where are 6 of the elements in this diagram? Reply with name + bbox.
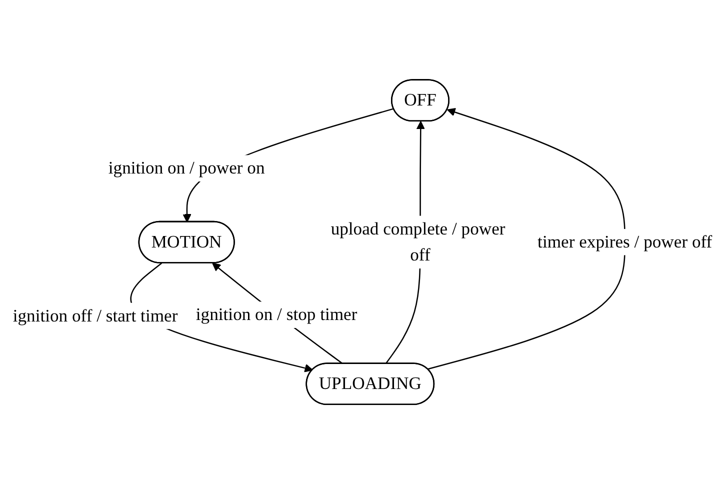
edge-label: upload complete / power off [330, 218, 506, 264]
edge-label: timer expires / power off [538, 232, 712, 252]
edge-label: ignition on / power on [108, 158, 265, 178]
arrow [428, 108, 626, 370]
edge-label: ignition off / start timer [12, 306, 178, 326]
edge-label: ignition on / stop timer [196, 304, 358, 324]
